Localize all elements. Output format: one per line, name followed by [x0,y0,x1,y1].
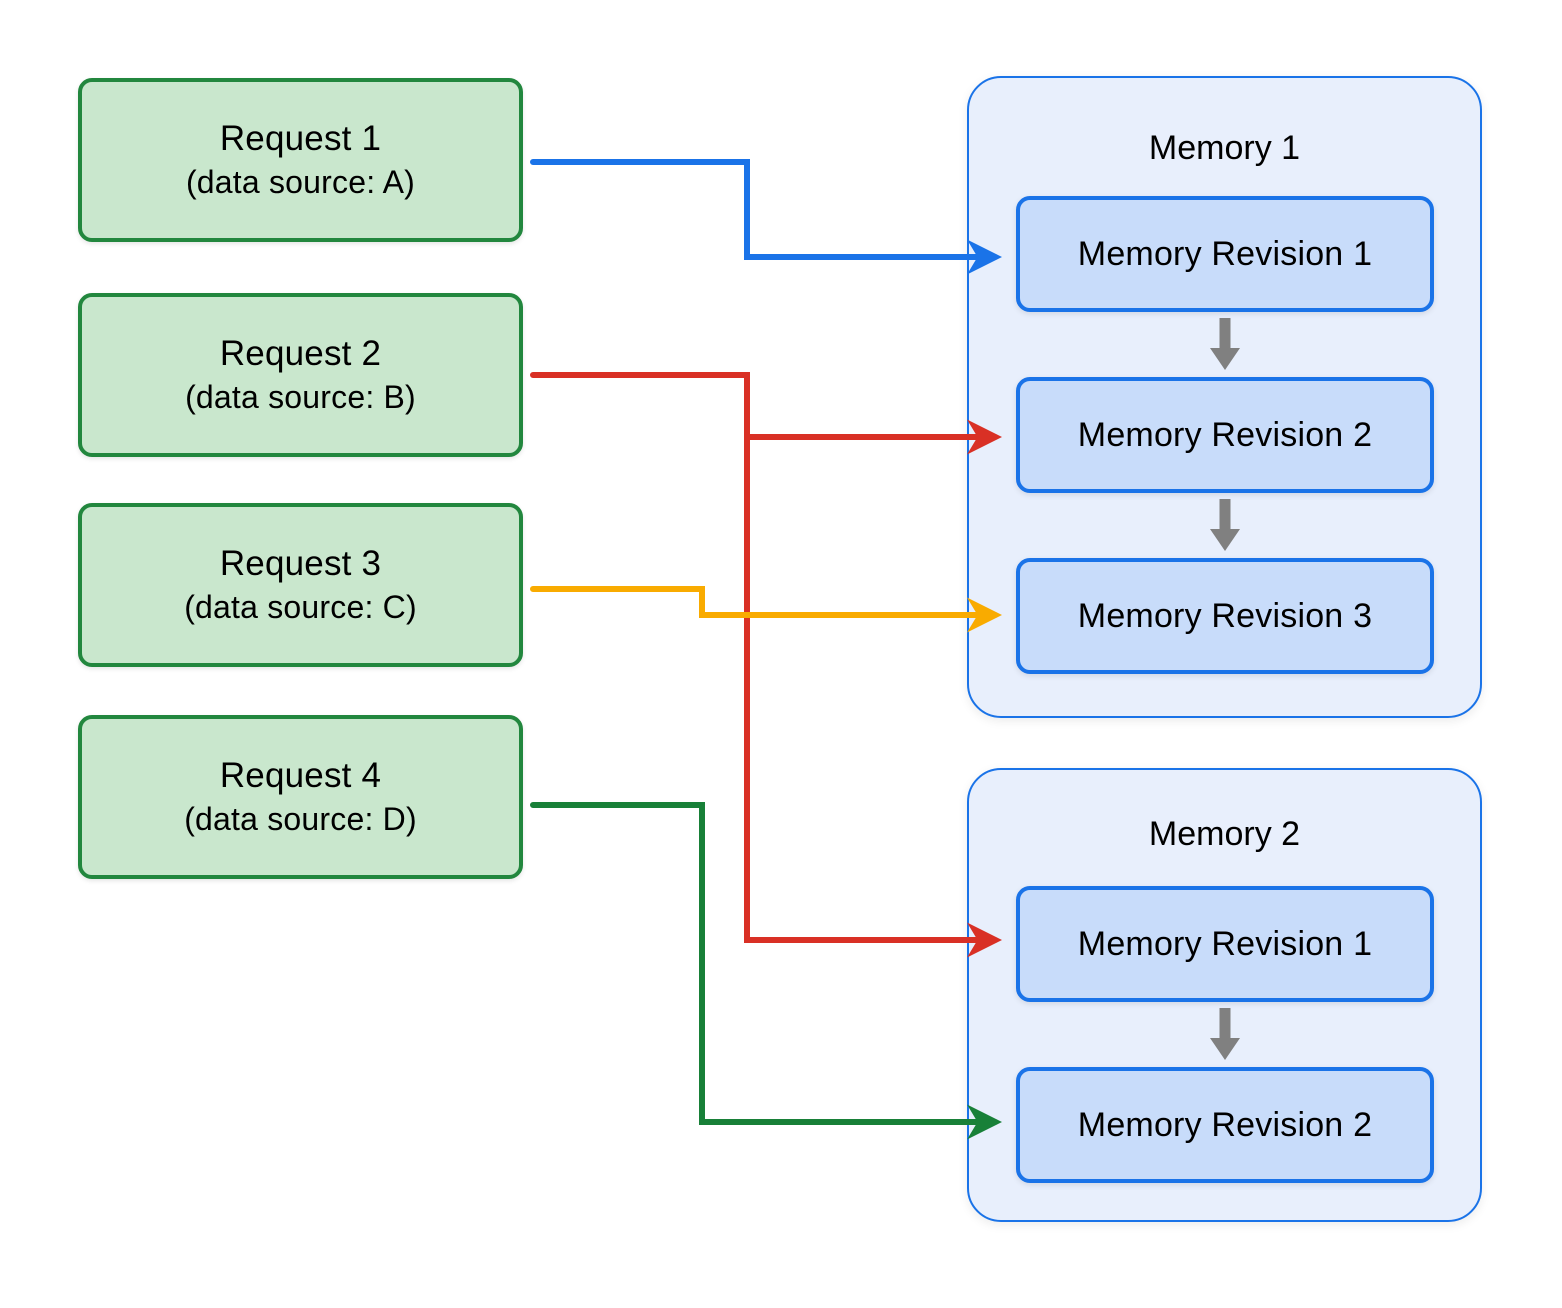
memory-revision-label: Memory Revision 3 [1077,597,1373,635]
memory-container-1[interactable]: Memory 1 Memory Revision 1 Memory Revisi… [967,76,1482,718]
connector-request-4 [530,802,1002,1140]
memory-revision-label: Memory Revision 1 [1077,235,1373,273]
memory-revision-label: Memory Revision 1 [1077,925,1373,963]
request-box-3[interactable]: Request 3 (data source: C) [78,503,523,667]
arrow-down-icon [1209,1008,1240,1060]
memory-revision-box[interactable]: Memory Revision 2 [1016,1067,1434,1183]
memory-revision-box[interactable]: Memory Revision 2 [1016,377,1434,493]
request-box-1[interactable]: Request 1 (data source: A) [78,78,523,242]
memory-revision-box[interactable]: Memory Revision 1 [1016,886,1434,1002]
arrow-down-icon [1209,499,1240,551]
memory-container-2[interactable]: Memory 2 Memory Revision 1 Memory Revisi… [967,768,1482,1222]
request-title: Request 4 [219,756,382,795]
connector-request-3 [530,586,1002,633]
request-subtitle: (data source: C) [184,589,417,625]
memory-title: Memory 2 [1148,815,1301,853]
request-box-2[interactable]: Request 2 (data source: B) [78,293,523,457]
memory-revision-box[interactable]: Memory Revision 1 [1016,196,1434,312]
connector-request-2-branch-a [530,372,1002,455]
request-box-4[interactable]: Request 4 (data source: D) [78,715,523,879]
arrow-down-icon [1209,318,1240,370]
request-title: Request 1 [219,119,382,158]
memory-revision-label: Memory Revision 2 [1077,416,1373,454]
request-subtitle: (data source: A) [185,164,416,200]
memory-revision-label: Memory Revision 2 [1077,1106,1373,1144]
request-subtitle: (data source: B) [185,379,416,415]
memory-title: Memory 1 [1148,129,1301,167]
request-title: Request 3 [219,544,382,583]
connector-request-1 [530,159,1002,275]
memory-revision-box[interactable]: Memory Revision 3 [1016,558,1434,674]
request-title: Request 2 [219,334,382,373]
request-subtitle: (data source: D) [184,801,417,837]
connector-request-2-branch-b [744,372,1002,958]
